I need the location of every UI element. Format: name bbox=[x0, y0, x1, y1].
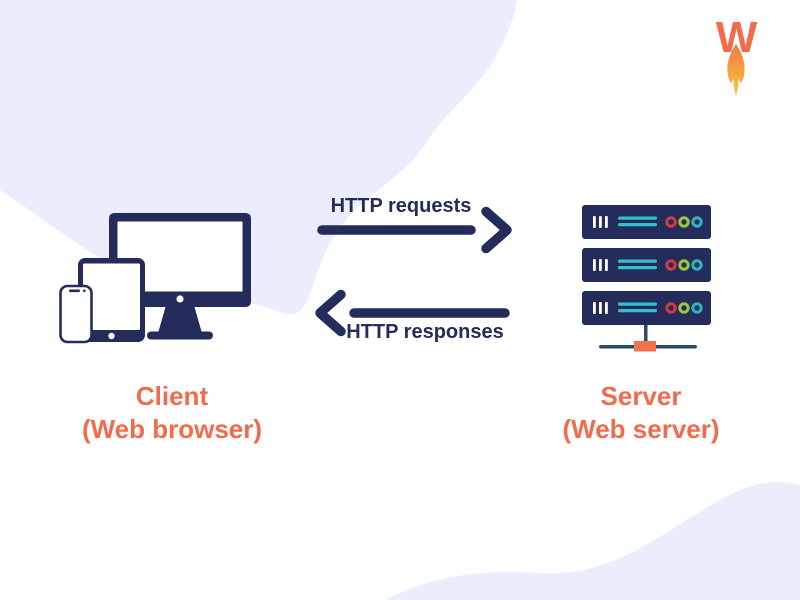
client-label: Client (Web browser) bbox=[52, 380, 292, 446]
client-devices-icon bbox=[59, 213, 251, 344]
rocket-flame-icon bbox=[727, 44, 745, 96]
server-unit bbox=[582, 248, 711, 282]
server-title: Server bbox=[600, 381, 682, 411]
http-arrows bbox=[315, 206, 512, 337]
request-arrow-icon bbox=[317, 206, 512, 254]
server-subtitle: (Web server) bbox=[562, 414, 720, 444]
client-subtitle: (Web browser) bbox=[81, 414, 263, 444]
blob-bottom-right bbox=[385, 481, 800, 600]
response-arrow-icon bbox=[315, 289, 510, 337]
request-label: HTTP requests bbox=[330, 195, 472, 217]
server-unit bbox=[582, 291, 711, 325]
tablet-icon bbox=[78, 258, 145, 342]
smartphone-icon bbox=[59, 284, 93, 344]
server-label: Server (Web server) bbox=[521, 380, 761, 446]
server-rack-icon bbox=[582, 205, 711, 352]
response-label: HTTP responses bbox=[346, 321, 504, 343]
logo-letter: W bbox=[715, 13, 758, 62]
logo: W bbox=[701, 16, 771, 100]
server-unit bbox=[582, 205, 711, 239]
client-title: Client bbox=[135, 381, 209, 411]
network-connector bbox=[599, 323, 697, 352]
